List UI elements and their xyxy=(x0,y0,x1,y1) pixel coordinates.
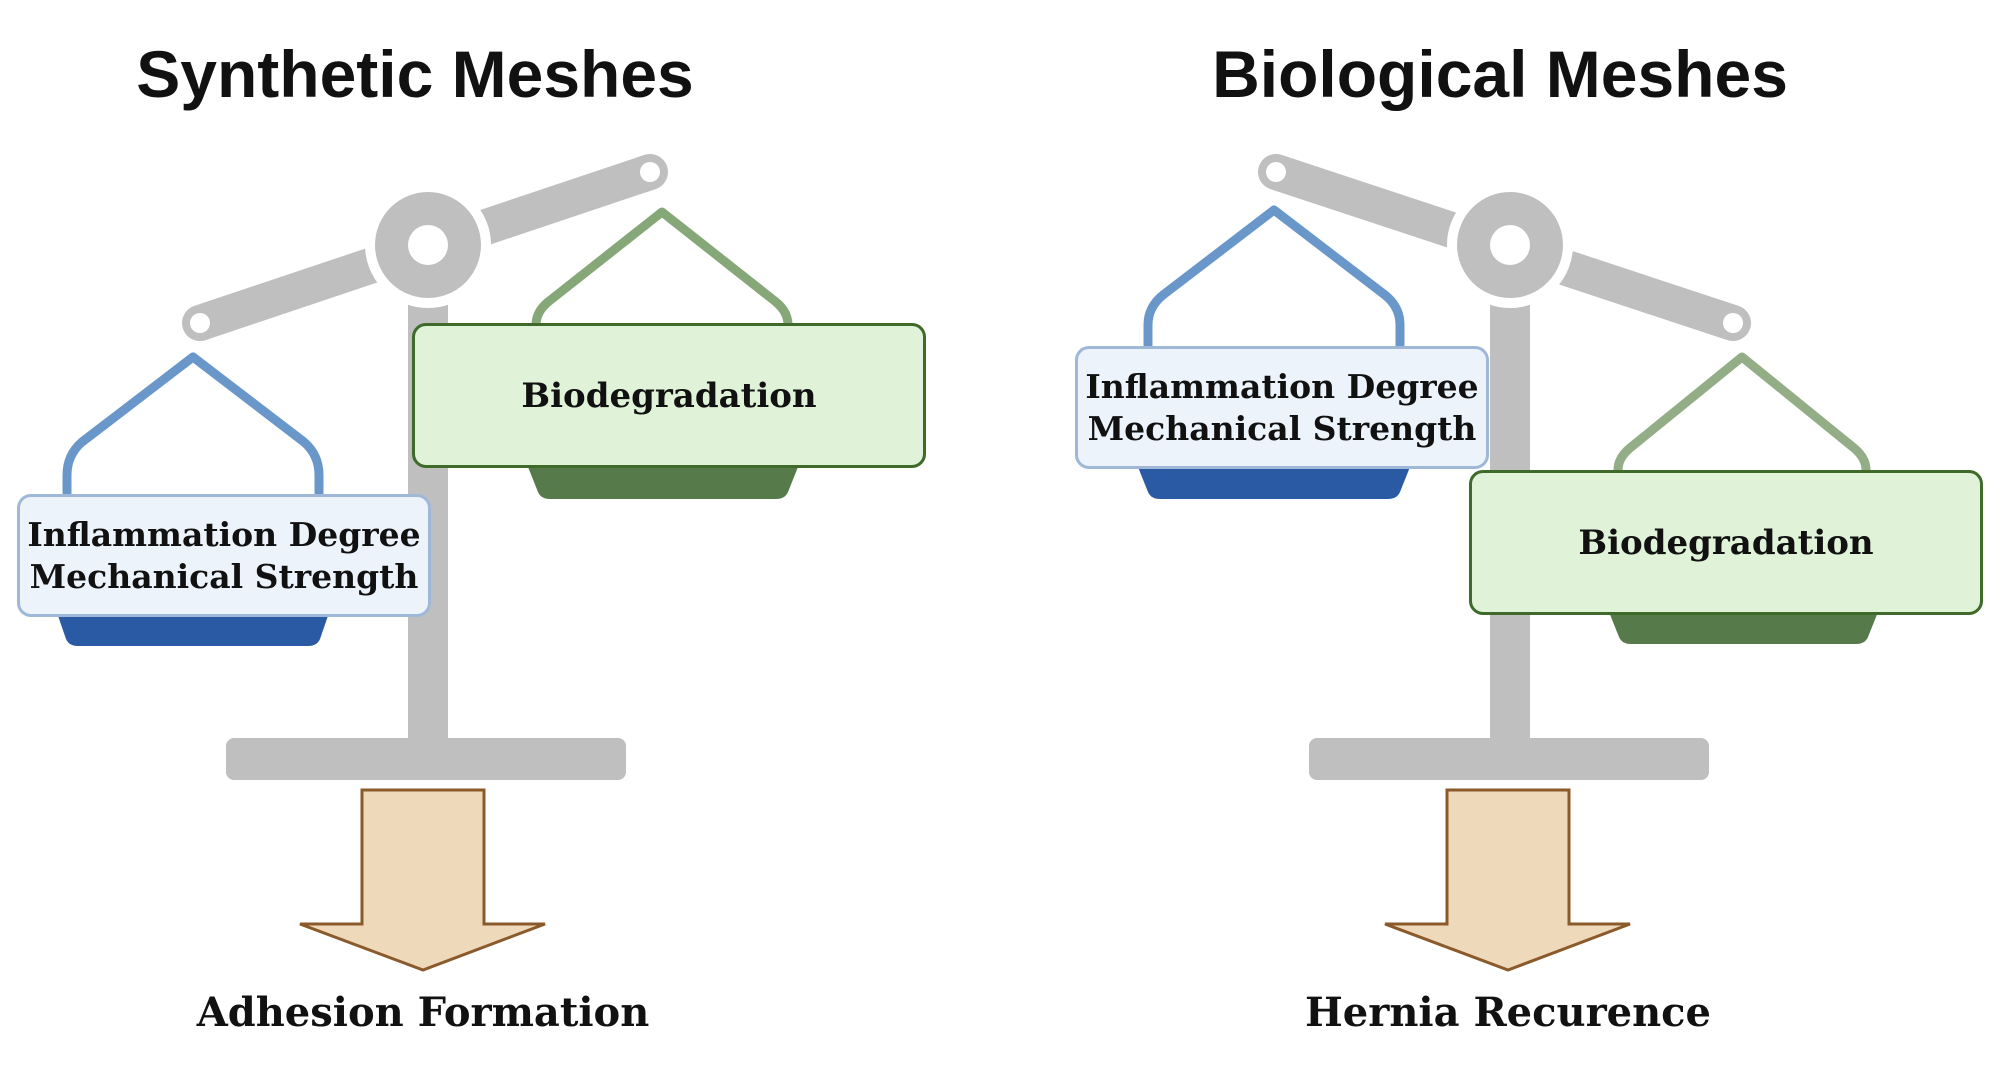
right-beam-end-hole-right xyxy=(1723,313,1743,333)
left-scale xyxy=(56,154,798,972)
left-blue-label-line2: Mechanical Strength xyxy=(29,556,419,596)
left-down-arrow xyxy=(299,788,546,972)
left-blue-label-line1: Inflammation Degree xyxy=(27,514,421,554)
right-down-arrow xyxy=(1384,788,1631,972)
left-scale-pivot-hole xyxy=(408,225,448,265)
right-blue-hanger xyxy=(1143,205,1405,350)
left-blue-pan xyxy=(56,610,330,646)
hernia-recurrence-label: Hernia Recurence xyxy=(1305,989,1711,1036)
right-green-pan xyxy=(1609,612,1878,644)
left-beam-end-hole-right xyxy=(640,162,660,182)
left-green-hanger xyxy=(531,207,793,330)
right-blue-label-line1: Inflammation Degree xyxy=(1085,366,1479,406)
biological-meshes-title: Biological Meshes xyxy=(1212,37,1788,111)
right-green-label-box: Biodegradation xyxy=(1469,470,1983,615)
left-scale-base xyxy=(226,738,626,780)
left-beam-end-hole-left xyxy=(190,313,210,333)
right-green-hanger xyxy=(1613,352,1871,475)
left-green-label: Biodegradation xyxy=(521,375,817,416)
left-green-label-box: Biodegradation xyxy=(412,323,926,468)
right-green-label: Biodegradation xyxy=(1578,522,1874,563)
synthetic-meshes-title: Synthetic Meshes xyxy=(136,37,694,111)
left-green-pan xyxy=(528,467,798,499)
right-blue-label-box: Inflammation Degree Mechanical Strength xyxy=(1075,346,1489,469)
left-blue-hanger xyxy=(62,352,324,498)
adhesion-formation-label: Adhesion Formation xyxy=(196,989,650,1036)
right-beam-end-hole-left xyxy=(1266,162,1286,182)
right-blue-pan xyxy=(1138,467,1410,499)
right-scale-base xyxy=(1309,738,1709,780)
right-blue-label-line2: Mechanical Strength xyxy=(1087,408,1477,448)
right-scale-pivot-hole xyxy=(1490,225,1530,265)
left-blue-label-box: Inflammation Degree Mechanical Strength xyxy=(17,494,431,617)
